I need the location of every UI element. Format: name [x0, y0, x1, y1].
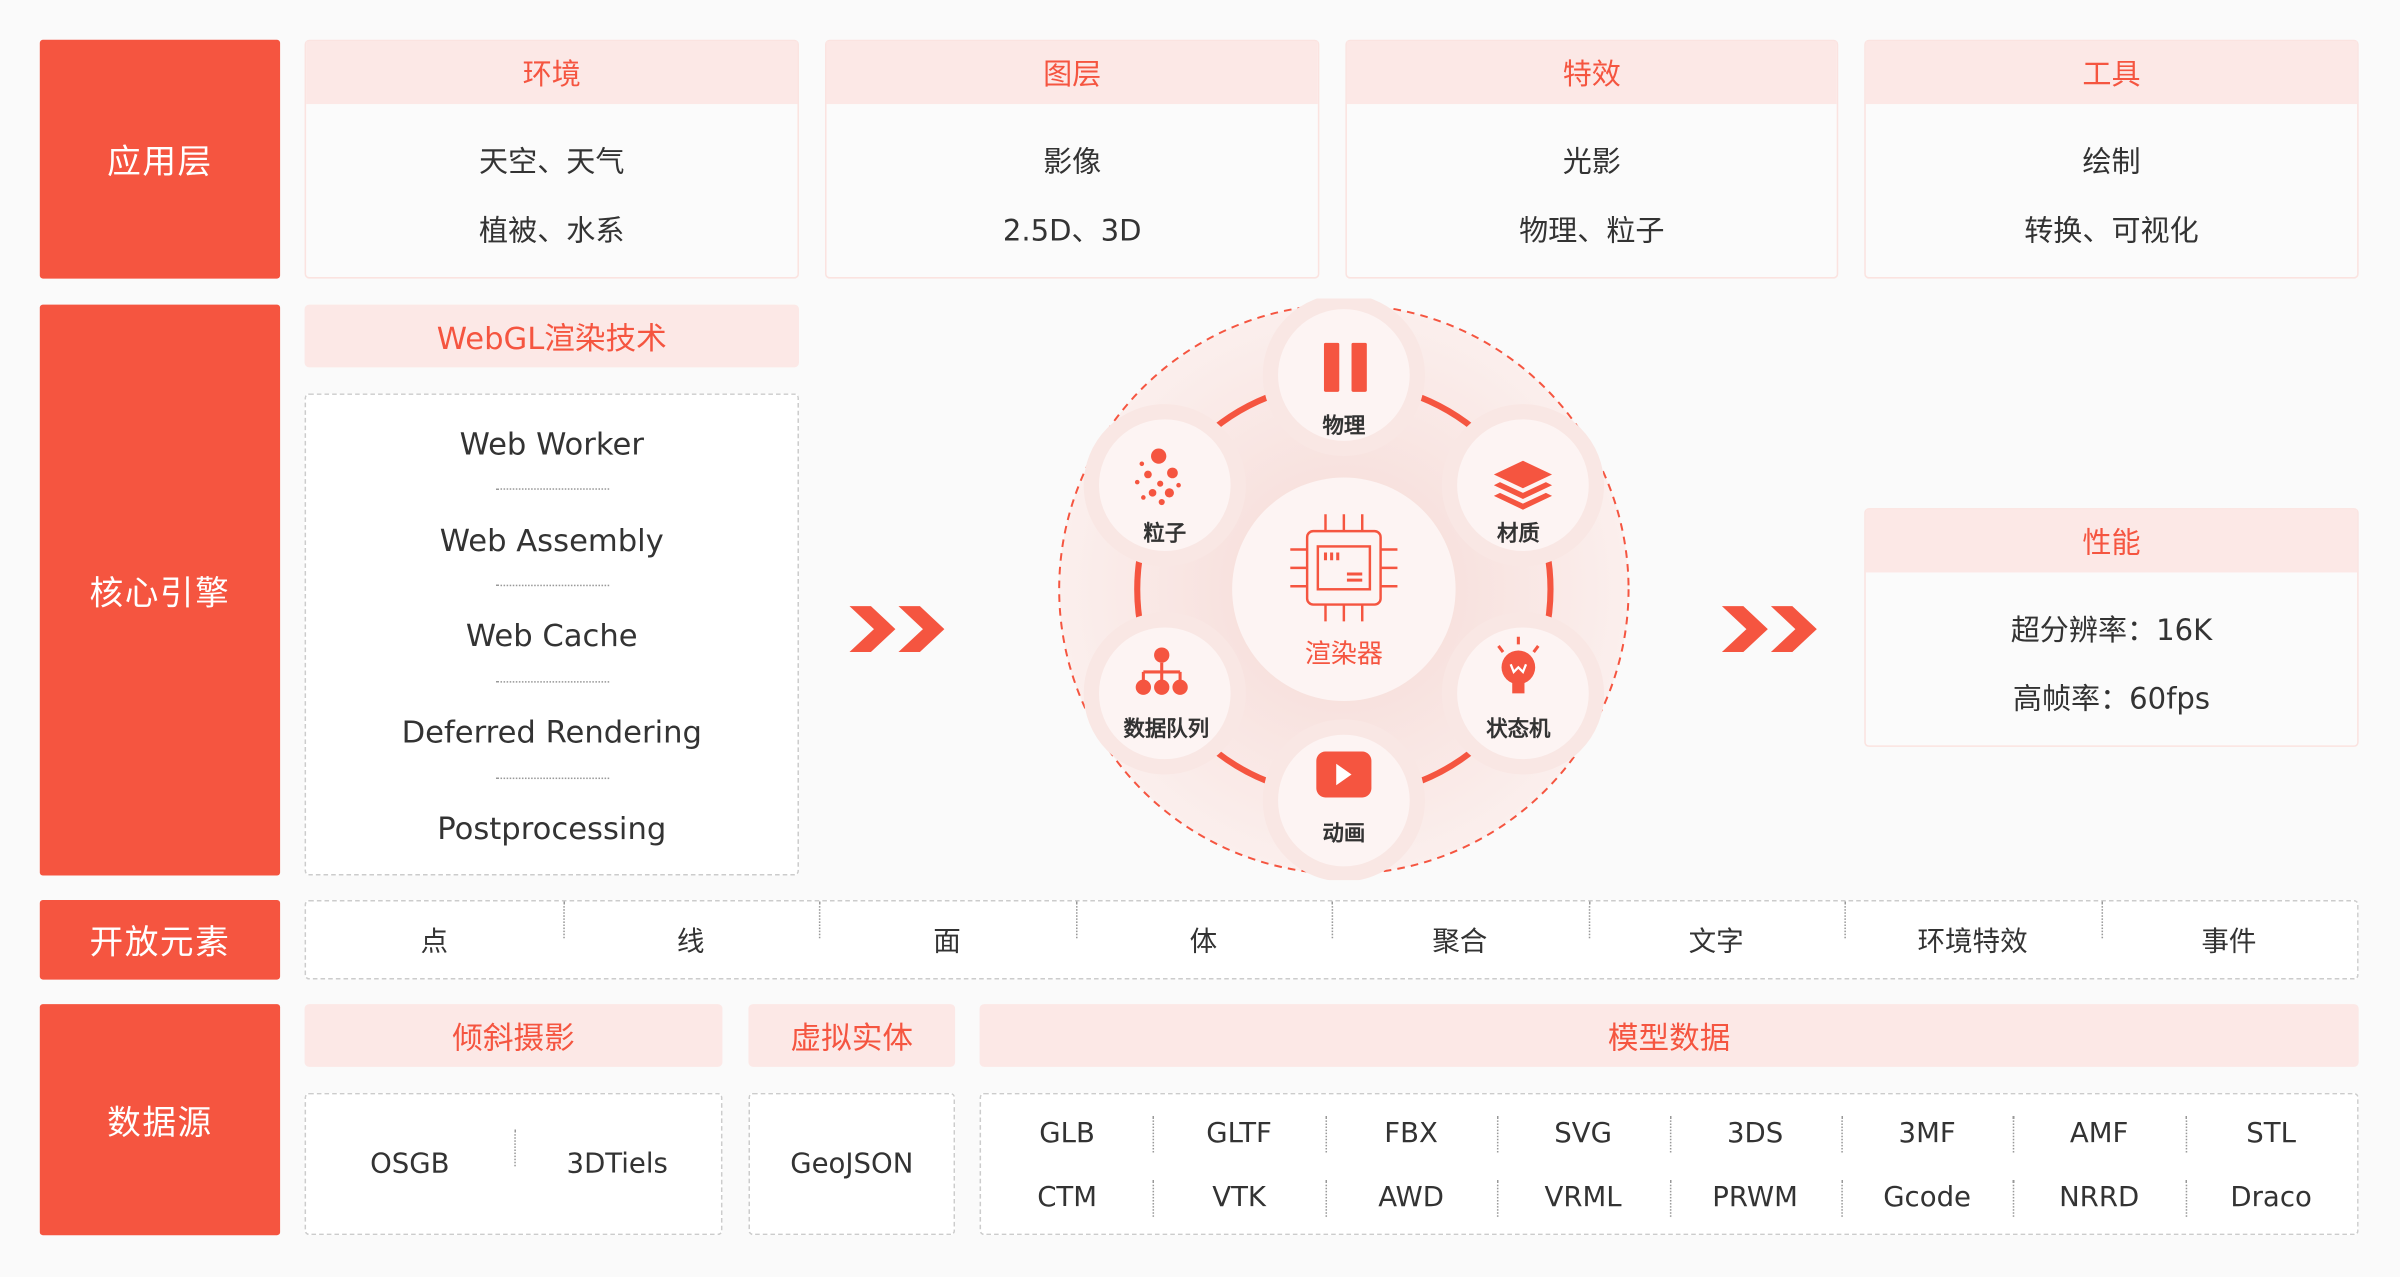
node-animation: 动画: [1262, 719, 1425, 881]
format-item: CTM: [1037, 1181, 1098, 1214]
format-item: GLB: [1039, 1117, 1095, 1150]
format-item: NRRD: [2013, 1166, 2185, 1230]
card-title: 环境: [306, 41, 798, 105]
element-item: 聚合: [1331, 901, 1588, 960]
card-title: 性能: [1865, 509, 2358, 573]
card-line: 2.5D、3D: [1002, 214, 1142, 248]
node-physics: 物理: [1262, 298, 1425, 457]
elements-bar: 点 线 面 体 聚合 文字 环境特效 事件: [304, 899, 2359, 980]
node-label: 粒子: [1143, 520, 1186, 546]
webgl-list: Web Worker Web Assembly Web Cache Deferr…: [304, 393, 799, 876]
card-line: 光影: [1562, 145, 1621, 180]
oblique-title: 倾斜摄影: [304, 1004, 723, 1067]
format-item: VTK: [1153, 1166, 1325, 1230]
play-icon: [1316, 751, 1372, 798]
divider: [495, 584, 609, 587]
format-item: STL: [2185, 1102, 2357, 1166]
format-item: 3MF: [1841, 1102, 2013, 1166]
format-item: GeoJSON: [790, 1147, 914, 1181]
double-chevron-right-icon: [1721, 606, 1817, 653]
oblique-box: OSGB 3DTiels: [304, 1092, 723, 1236]
app-card-layers: 图层 影像 2.5D、3D: [824, 39, 1320, 279]
node-state-machine: 状态机: [1441, 612, 1605, 775]
renderer-label: 渲染器: [1305, 640, 1383, 670]
virtual-box: GeoJSON: [748, 1092, 956, 1236]
card-line: 超分辨率：16K: [2010, 613, 2213, 648]
card-line: 植被、水系: [479, 214, 625, 248]
format-item: PRWM: [1669, 1166, 1841, 1230]
format-item: OSGB: [370, 1147, 450, 1181]
app-card-tools: 工具 绘制 转换、可视化: [1864, 39, 2359, 279]
format-item: VRML: [1497, 1166, 1669, 1230]
element-item: 体: [1075, 901, 1331, 960]
engine-diagram: 渲染器 物理 材质 状态机 动画 数据队列 粒子: [1058, 298, 1630, 881]
element-item: 事件: [2100, 901, 2357, 960]
node-material: 材质: [1441, 404, 1605, 567]
virtual-title: 虚拟实体: [748, 1004, 956, 1067]
node-label: 材质: [1497, 521, 1540, 546]
particles-icon: [1134, 448, 1181, 506]
performance-card: 性能 超分辨率：16K 高帧率：60fps: [1864, 508, 2359, 747]
card-line: 影像: [1043, 145, 1102, 180]
format-item: AMF: [2013, 1102, 2185, 1166]
card-title: 工具: [1865, 41, 2358, 105]
format-item: 3DTiels: [513, 1129, 721, 1180]
format-item: GLTF: [1153, 1102, 1325, 1166]
lightbulb-icon: [1497, 636, 1540, 694]
app-card-effects: 特效 光影 物理、粒子: [1345, 39, 1839, 279]
webgl-item: Deferred Rendering: [401, 713, 702, 750]
card-line: 物理、粒子: [1519, 214, 1665, 248]
layer-data-source: 数据源: [39, 1004, 281, 1236]
webgl-item: Web Assembly: [439, 521, 664, 559]
webgl-item: Web Cache: [465, 616, 638, 654]
format-item: AWD: [1325, 1166, 1497, 1230]
card-line: 转换、可视化: [2024, 214, 2199, 248]
model-title: 模型数据: [979, 1004, 2359, 1067]
divider: [495, 777, 609, 780]
webgl-title: WebGL渲染技术: [304, 304, 799, 368]
chip-icon: [1290, 514, 1398, 622]
format-item: Draco: [2185, 1166, 2357, 1230]
format-item: FBX: [1325, 1102, 1497, 1166]
element-item: 面: [818, 901, 1075, 960]
node-label: 状态机: [1486, 716, 1551, 742]
format-item: 3DS: [1669, 1102, 1841, 1166]
element-item: 环境特效: [1844, 901, 2100, 960]
node-label: 动画: [1322, 821, 1365, 846]
card-title: 图层: [826, 41, 1318, 105]
double-chevron-right-icon: [849, 606, 945, 653]
node-particles: 粒子: [1083, 404, 1246, 567]
app-card-environment: 环境 天空、天气 植被、水系: [304, 39, 799, 279]
element-item: 线: [562, 901, 818, 960]
format-item: SVG: [1497, 1102, 1669, 1166]
book-icon: [1323, 342, 1367, 392]
format-item: Gcode: [1841, 1166, 2013, 1230]
webgl-item: Web Worker: [459, 425, 644, 463]
divider: [495, 681, 609, 683]
node-data-queue: 数据队列: [1083, 612, 1246, 775]
card-line: 高帧率：60fps: [2012, 682, 2211, 717]
layer-core-engine: 核心引擎: [39, 304, 281, 876]
layer-application: 应用层: [39, 39, 281, 279]
card-line: 天空、天气: [479, 145, 625, 180]
webgl-item: Postprocessing: [437, 809, 667, 847]
card-line: 绘制: [2082, 145, 2141, 180]
node-label: 物理: [1322, 413, 1365, 439]
card-title: 特效: [1346, 41, 1837, 105]
element-item: 文字: [1587, 901, 1844, 960]
divider: [495, 488, 609, 490]
element-item: 点: [420, 926, 449, 959]
layer-open-elements: 开放元素: [39, 899, 281, 980]
node-label: 数据队列: [1124, 717, 1210, 742]
hierarchy-icon: [1135, 647, 1188, 695]
